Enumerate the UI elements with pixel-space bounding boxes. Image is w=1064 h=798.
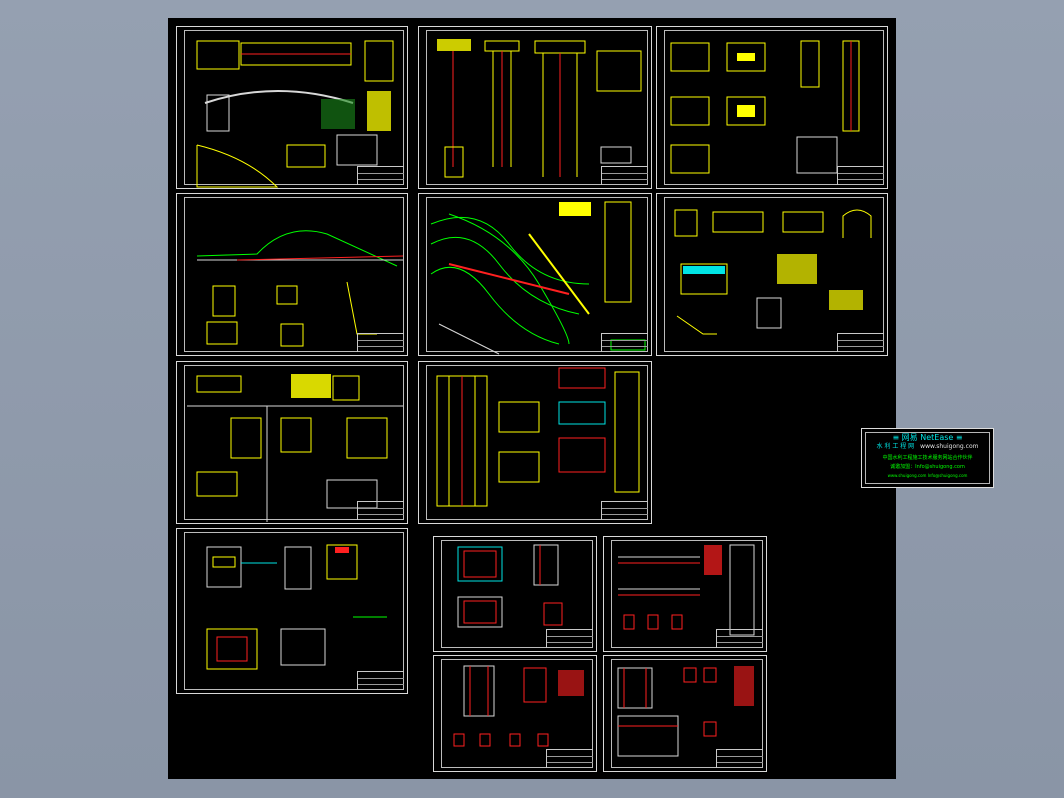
drawing-sheet-foundation-rebar[interactable] [433, 536, 597, 652]
sheet-frame [441, 659, 593, 768]
sheet-linework [457, 544, 563, 628]
logo-subtitle-text: 水 利 工 程 网 [876, 443, 915, 450]
sheet-frame [426, 30, 648, 185]
sheet-frame [441, 540, 593, 648]
title-block [546, 629, 593, 648]
logo-line-5: www.shuigong.com Info@shuigong.com [887, 473, 968, 478]
logo-title: ≡ 网易 NetEase ≡ [892, 433, 963, 442]
title-block [601, 501, 648, 520]
drawing-sheet-culvert-details[interactable] [656, 193, 888, 356]
drawing-sheet-longitudinal-profile[interactable] [176, 193, 408, 356]
sheet-linework [437, 39, 642, 178]
sheet-linework [196, 40, 394, 188]
sheet-linework [453, 665, 584, 747]
drawing-sheet-site-plan[interactable] [418, 193, 652, 356]
sheet-linework [436, 367, 640, 507]
sheet-frame [184, 30, 404, 185]
sheet-frame [184, 197, 404, 352]
sheet-linework [617, 666, 754, 757]
title-block [601, 333, 648, 352]
model-space[interactable]: ≡ 网易 NetEase ≡ 水 利 工 程 网 www.shuigong.com… [168, 18, 994, 779]
sheet-frame [184, 365, 404, 520]
title-block [716, 629, 763, 648]
logo-subtitle: 水 利 工 程 网 www.shuigong.com [862, 444, 993, 450]
sheet-linework [430, 201, 646, 355]
sheet-frame [426, 197, 648, 352]
sheet-frame [664, 197, 884, 352]
drawing-sheet-bridge-elevation[interactable] [176, 26, 408, 189]
drawing-sheet-frame-reinforcement[interactable] [603, 655, 767, 772]
drawing-sheet-column-sections[interactable] [433, 655, 597, 772]
title-block [837, 333, 884, 352]
drawing-sheet-rebar-details[interactable] [656, 26, 888, 189]
sheet-linework [670, 40, 860, 174]
title-block [601, 166, 648, 185]
title-block [546, 749, 593, 768]
title-block [357, 671, 404, 690]
sheet-linework [187, 374, 403, 522]
sheet-linework [618, 544, 755, 636]
title-block [357, 333, 404, 352]
title-block [357, 166, 404, 185]
drawing-sheet-gatehouse[interactable] [176, 528, 408, 694]
sheet-linework [674, 209, 872, 335]
drawing-sheet-beam-reinforcement[interactable] [603, 536, 767, 652]
sheet-frame [184, 532, 404, 690]
drawing-sheet-sluice-plan[interactable] [418, 361, 652, 524]
drawing-sheet-gate-structure[interactable] [176, 361, 408, 524]
logo-frame [865, 432, 990, 484]
sheet-frame [611, 540, 763, 648]
title-block [837, 166, 884, 185]
title-block [357, 501, 404, 520]
sheet-frame [664, 30, 884, 185]
sheet-frame [426, 365, 648, 520]
logo-line-4: 诚邀加盟：Info@shuigong.com [890, 464, 965, 470]
logo-notice-panel: ≡ 网易 NetEase ≡ 水 利 工 程 网 www.shuigong.com… [861, 428, 994, 488]
title-block [716, 749, 763, 768]
drawing-sheet-pier-sections[interactable] [418, 26, 652, 189]
sheet-frame [611, 659, 763, 768]
logo-line-3: 中国水利工程施工技术服务网站合作伙伴 [882, 455, 973, 461]
logo-site: www.shuigong.com [920, 443, 979, 450]
sheet-linework [206, 544, 387, 670]
